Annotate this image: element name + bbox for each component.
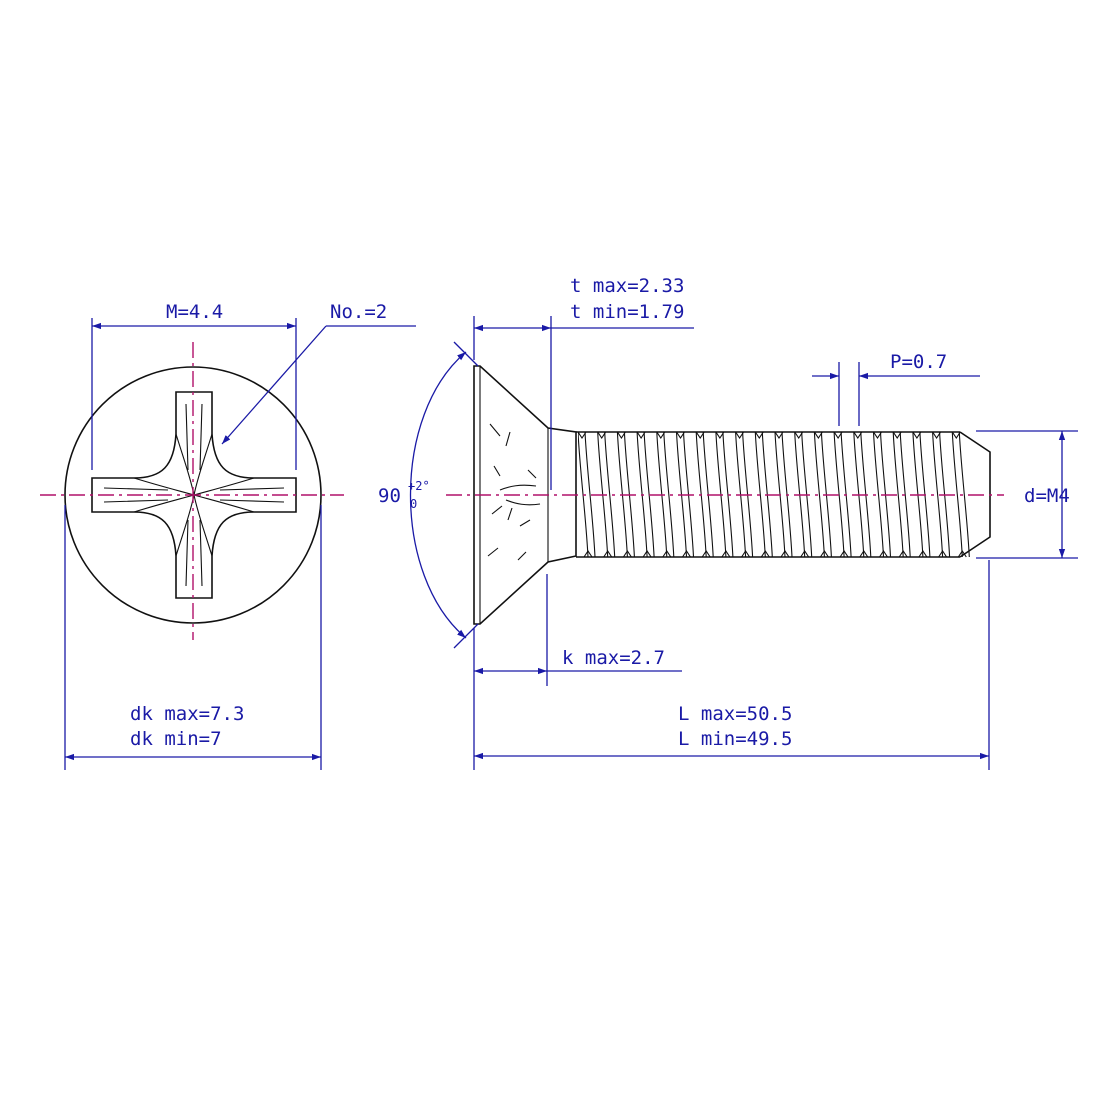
thread-peak-bottom — [918, 550, 928, 558]
head-diameter-min-label: dk min=7 — [130, 728, 222, 750]
thread-peak-bottom — [957, 550, 967, 558]
thread-peak-top — [833, 432, 843, 439]
thread-crest-line — [892, 432, 904, 558]
thread-peak-top — [616, 432, 626, 439]
thread-root-line — [958, 432, 970, 558]
thread-peak-bottom — [603, 550, 613, 558]
thread-peak-top — [735, 432, 745, 439]
thread-peak-bottom — [760, 550, 770, 558]
head-diameter-max-label: dk max=7.3 — [130, 703, 244, 725]
thread-peak-top — [695, 432, 705, 439]
thread-peak-top — [715, 432, 725, 439]
thread-root-line — [584, 432, 596, 558]
length-min-label: L min=49.5 — [678, 728, 792, 750]
thread-peak-bottom — [622, 550, 632, 558]
thread-peak-top — [656, 432, 666, 439]
thread-peak-top — [873, 432, 882, 439]
thread-peak-top — [813, 432, 823, 439]
recess-number-label: No.=2 — [330, 301, 387, 323]
thread-crest-line — [951, 432, 963, 558]
thread-peak-bottom — [662, 550, 672, 558]
thread-peak-bottom — [859, 550, 869, 558]
thread-peak-top — [951, 432, 961, 439]
thread-root-line — [722, 432, 734, 558]
thread-peak-top — [853, 432, 863, 439]
thread-crest-line — [833, 432, 845, 558]
head-outline — [64, 366, 322, 624]
length-max-label: L max=50.5 — [678, 703, 792, 725]
thread-root-line — [663, 432, 675, 558]
thread-peak-top — [794, 432, 804, 439]
head-angle-label: 90 — [378, 485, 401, 507]
thread-crest-line — [932, 432, 944, 558]
thread-peak-bottom — [583, 550, 593, 558]
recess-depth-min-label: t min=1.79 — [570, 301, 684, 323]
threaded-shank — [576, 431, 991, 558]
thread-peak-bottom — [721, 550, 731, 558]
thread-peak-bottom — [780, 550, 790, 558]
thread-root-line — [604, 432, 616, 558]
thread-crest-line — [872, 432, 885, 558]
thread-peak-top — [578, 432, 587, 439]
thread-diameter-label: d=M4 — [1024, 485, 1070, 507]
thread-peak-top — [932, 432, 942, 439]
cross-recess — [91, 391, 297, 599]
thread-peak-top — [912, 432, 922, 439]
thread-crest-line — [813, 432, 825, 558]
thread-peak-bottom — [701, 550, 711, 558]
thread-peak-bottom — [839, 550, 849, 558]
side-view: t max=2.33 t min=1.79 P=0.7 d=M4 90 +2° … — [378, 275, 1078, 770]
thread-peak-bottom — [938, 550, 948, 558]
thread-peak-bottom — [682, 550, 691, 558]
thread-peak-bottom — [741, 550, 751, 558]
thread-peak-top — [892, 432, 902, 439]
thread-crest-line — [754, 432, 766, 558]
thread-peak-bottom — [898, 550, 908, 558]
thread-peak-bottom — [879, 550, 888, 558]
thread-peak-bottom — [642, 550, 652, 558]
thread-peak-top — [676, 432, 685, 439]
thread-peak-top — [774, 432, 784, 439]
head-angle-lower-tol: 0 — [410, 497, 417, 511]
recess-width-label: M=4.4 — [166, 301, 223, 323]
pitch-label: P=0.7 — [890, 351, 947, 373]
thread-peak-top — [754, 432, 764, 439]
thread-peak-bottom — [800, 550, 810, 558]
thread-root-line — [899, 432, 911, 558]
head-angle-upper-tol: +2° — [408, 479, 430, 493]
head-height-label: k max=2.7 — [562, 647, 665, 669]
thread-peak-bottom — [819, 550, 829, 558]
recess-depth-max-label: t max=2.33 — [570, 275, 684, 297]
top-view: M=4.4 No.=2 dk max=7.3 dk min=7 — [40, 301, 416, 770]
thread-peak-top — [636, 432, 646, 439]
thread-peak-top — [597, 432, 607, 439]
